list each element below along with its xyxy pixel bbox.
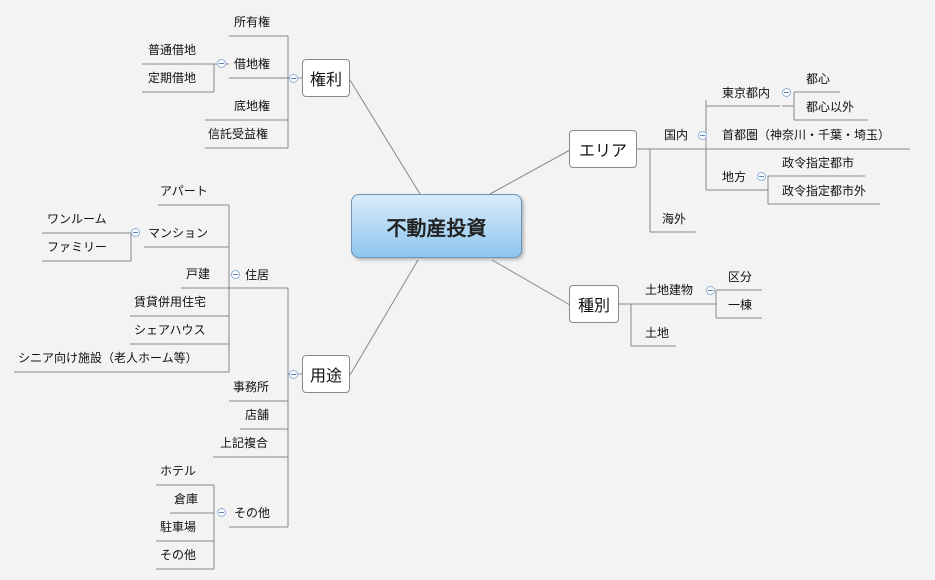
central-topic[interactable]: 不動産投資 bbox=[351, 194, 522, 258]
node-overseas[interactable]: 海外 bbox=[662, 212, 687, 226]
collapse-icon[interactable] bbox=[289, 74, 298, 83]
collapse-icon[interactable] bbox=[757, 172, 766, 181]
node-parking[interactable]: 駐車場 bbox=[160, 520, 197, 534]
node-designated-city[interactable]: 政令指定都市 bbox=[782, 156, 855, 170]
node-other-misc[interactable]: その他 bbox=[160, 548, 197, 562]
node-land-under[interactable]: 底地権 bbox=[234, 99, 271, 113]
node-unit[interactable]: 区分 bbox=[728, 270, 753, 284]
node-other[interactable]: その他 bbox=[234, 506, 271, 520]
collapse-icon[interactable] bbox=[698, 131, 707, 140]
node-ownership[interactable]: 所有権 bbox=[234, 15, 271, 29]
node-whole-building[interactable]: 一棟 bbox=[728, 298, 753, 312]
node-leasehold[interactable]: 借地権 bbox=[234, 57, 271, 71]
node-residence[interactable]: 住居 bbox=[245, 268, 270, 282]
node-mansion[interactable]: マンション bbox=[148, 226, 209, 240]
node-land-building[interactable]: 土地建物 bbox=[645, 283, 694, 297]
collapse-icon[interactable] bbox=[231, 270, 240, 279]
node-non-designated-city[interactable]: 政令指定都市外 bbox=[782, 184, 867, 198]
collapse-icon[interactable] bbox=[131, 228, 140, 237]
collapse-icon[interactable] bbox=[217, 59, 226, 68]
collapse-icon[interactable] bbox=[289, 370, 298, 379]
node-regular-lease[interactable]: 普通借地 bbox=[148, 43, 197, 57]
node-house[interactable]: 戸建 bbox=[186, 267, 211, 281]
topic-rights[interactable]: 権利 bbox=[302, 59, 350, 97]
node-warehouse[interactable]: 倉庫 bbox=[174, 492, 199, 506]
node-regional[interactable]: 地方 bbox=[722, 170, 747, 184]
node-land[interactable]: 土地 bbox=[645, 326, 670, 340]
node-share-house[interactable]: シェアハウス bbox=[134, 323, 206, 337]
node-tokyo[interactable]: 東京都内 bbox=[722, 86, 771, 100]
collapse-icon[interactable] bbox=[217, 508, 226, 517]
node-senior-facility[interactable]: シニア向け施設（老人ホーム等） bbox=[18, 351, 198, 365]
node-domestic[interactable]: 国内 bbox=[664, 128, 689, 142]
topic-type[interactable]: 種別 bbox=[569, 285, 619, 323]
topic-area[interactable]: エリア bbox=[569, 130, 637, 168]
node-outer-tokyo[interactable]: 都心以外 bbox=[806, 100, 855, 114]
node-fixed-lease[interactable]: 定期借地 bbox=[148, 71, 197, 85]
node-rental-combo[interactable]: 賃貸併用住宅 bbox=[134, 295, 207, 309]
collapse-icon[interactable] bbox=[782, 88, 791, 97]
node-central-tokyo[interactable]: 都心 bbox=[806, 72, 831, 86]
collapse-icon[interactable] bbox=[706, 286, 715, 295]
node-trust[interactable]: 信託受益権 bbox=[208, 127, 269, 141]
node-family[interactable]: ファミリー bbox=[47, 240, 108, 254]
node-apartment[interactable]: アパート bbox=[160, 184, 208, 198]
node-shop[interactable]: 店舗 bbox=[245, 408, 270, 422]
node-hotel[interactable]: ホテル bbox=[160, 464, 197, 478]
node-mixed[interactable]: 上記複合 bbox=[220, 436, 269, 450]
node-metro[interactable]: 首都圏（神奈川・千葉・埼玉） bbox=[722, 128, 891, 142]
node-one-room[interactable]: ワンルーム bbox=[47, 212, 107, 226]
node-office[interactable]: 事務所 bbox=[233, 380, 270, 394]
topic-usage[interactable]: 用途 bbox=[302, 355, 350, 393]
